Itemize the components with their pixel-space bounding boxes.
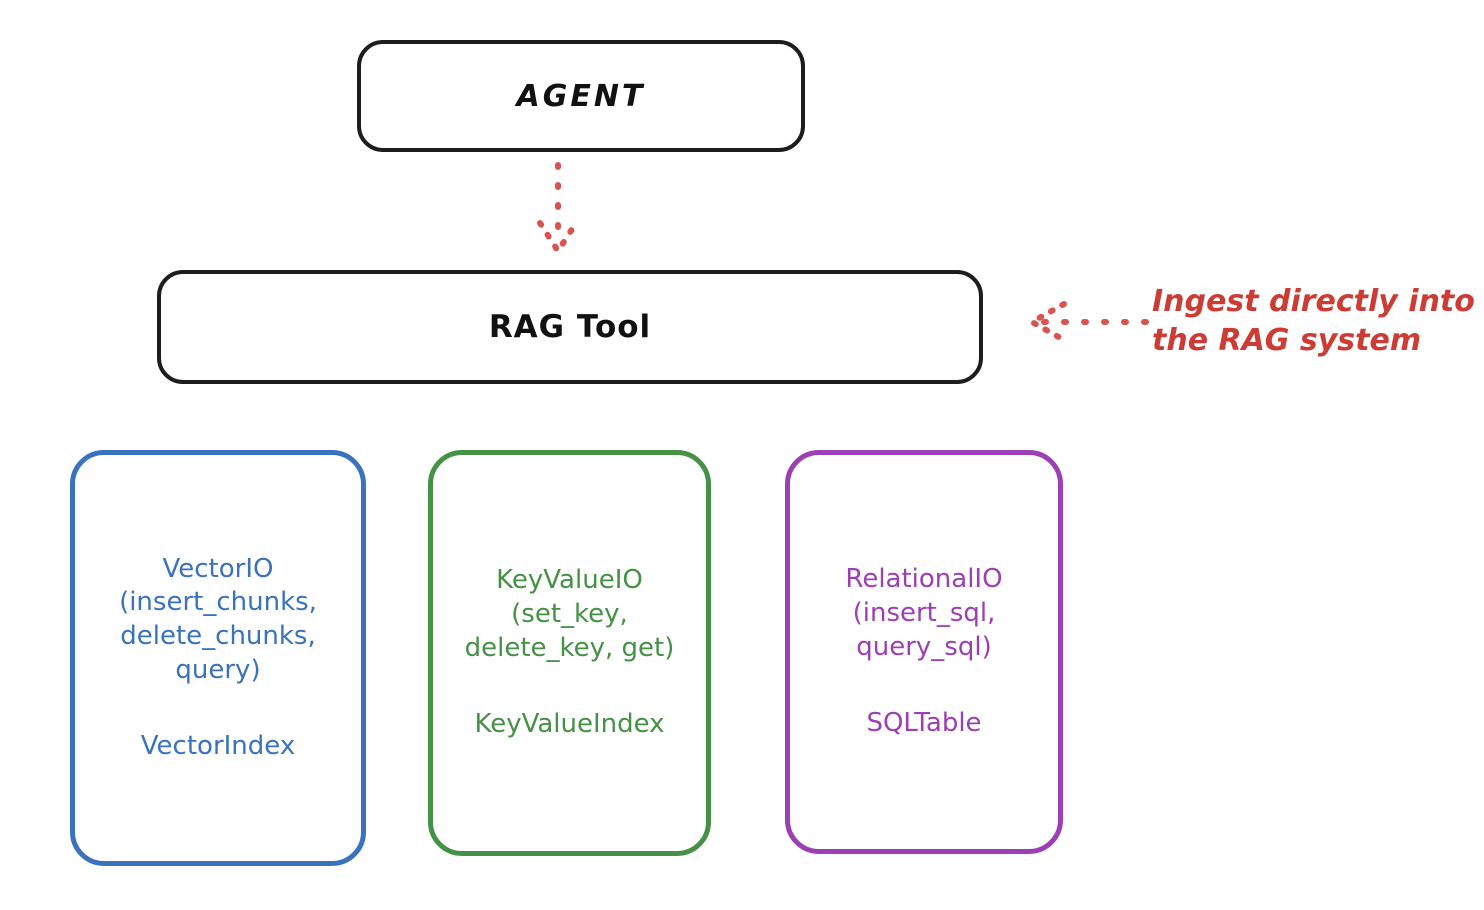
- relational-io-api-label: RelationalIO (insert_sql, query_sql): [845, 564, 1003, 662]
- arrow-head: [537, 220, 579, 254]
- node-agent[interactable]: AGENT: [357, 40, 805, 152]
- relational-io-index-label: SQLTable: [866, 707, 982, 738]
- vector-io-api-label: VectorIO (insert_chunks, delete_chunks, …: [119, 553, 317, 685]
- annotation-ingest-label: Ingest directly into the RAG system: [1152, 284, 1475, 358]
- node-rag-tool-label: RAG Tool: [488, 309, 652, 345]
- key-value-io-api-label: KeyValueIO (set_key, delete_key, get): [464, 565, 675, 663]
- node-relational-io[interactable]: RelationalIO (insert_sql, query_sql) SQL…: [785, 450, 1063, 854]
- node-agent-label: AGENT: [516, 78, 646, 114]
- arrow-agent-to-rag-tool: [537, 162, 579, 254]
- arrow-ingest-into-rag: [1029, 301, 1149, 343]
- vector-io-index-label: VectorIndex: [140, 730, 296, 761]
- arrow-head: [1029, 301, 1067, 343]
- node-vector-io[interactable]: VectorIO (insert_chunks, delete_chunks, …: [70, 450, 366, 866]
- node-key-value-io[interactable]: KeyValueIO (set_key, delete_key, get) Ke…: [428, 450, 711, 856]
- node-rag-tool[interactable]: RAG Tool: [157, 270, 983, 384]
- key-value-io-index-label: KeyValueIndex: [474, 708, 665, 739]
